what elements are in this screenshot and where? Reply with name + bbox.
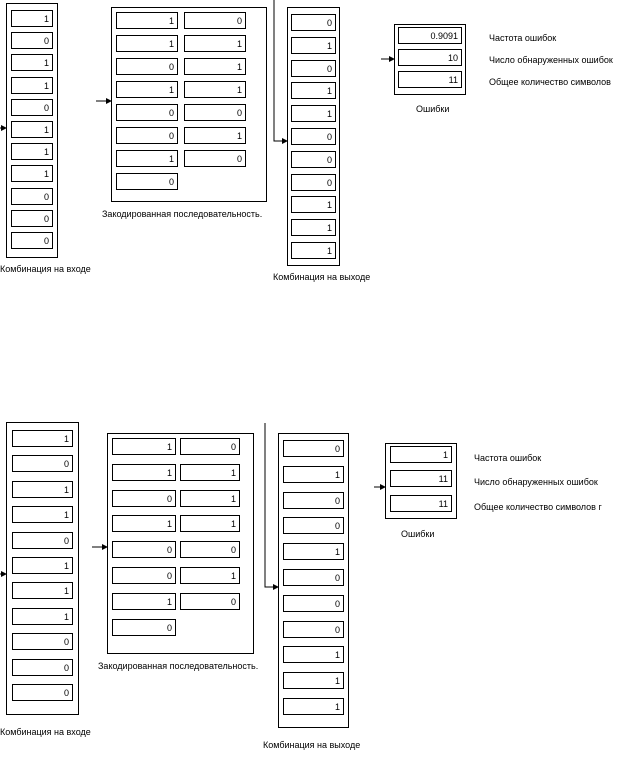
encoded-display-cell: 1 — [184, 127, 246, 144]
encoded-display-cell: 0 — [112, 541, 176, 559]
encoded-display-cell: 1 — [184, 58, 246, 75]
input-display-cell: 1 — [11, 76, 53, 94]
error-signal-label: Общее количество символов — [489, 77, 611, 87]
error-display-cell: 1 — [390, 446, 452, 463]
input-display-cell: 1 — [11, 10, 53, 27]
output-display-cell: 1 — [283, 543, 344, 561]
encoded-display-cell: 1 — [180, 463, 240, 481]
encoded-display-cell: 0 — [112, 489, 176, 507]
encoded-display-cell: 0 — [116, 173, 178, 190]
output-display-cell: 0 — [291, 14, 336, 31]
error-display-cell: 11 — [390, 470, 452, 488]
encoded-block-caption: Закодированная последовательность. — [98, 661, 259, 671]
encoded-display-cell: 0 — [184, 12, 246, 29]
output-arrow — [264, 423, 279, 590]
input-block-caption: Комбинация на входе — [0, 727, 91, 737]
input-display-cell: 1 — [12, 557, 73, 574]
error-signal-label: Частота ошибок — [474, 453, 542, 463]
output-display-cell: 0 — [283, 440, 344, 457]
input-display-cell: 0 — [12, 658, 73, 676]
output-block-caption: Комбинация на выходе — [263, 740, 361, 750]
output-display-cell: 1 — [283, 672, 344, 690]
encoded-display-cell: 1 — [112, 438, 176, 455]
input-display-cell: 0 — [11, 209, 53, 227]
input-display-cell: 1 — [11, 143, 53, 161]
input-display-cell: 0 — [12, 455, 73, 473]
encoded-display-cell: 1 — [180, 567, 240, 584]
output-block-caption: Комбинация на выходе — [273, 272, 371, 282]
error-signal-label: Число обнаруженных ошибок — [474, 477, 598, 487]
output-display-cell: 0 — [291, 59, 336, 77]
encoded-display-cell: 0 — [180, 438, 240, 455]
input-display-cell: 1 — [12, 430, 73, 447]
input-display-cell: 0 — [12, 633, 73, 651]
error-signal-label: Число обнаруженных ошибок — [489, 55, 613, 65]
output-display-cell: 1 — [291, 82, 336, 100]
encoded-display-cell: 1 — [184, 35, 246, 52]
encoded-display-cell: 0 — [184, 150, 246, 167]
output-display-cell: 1 — [291, 219, 336, 237]
output-display-cell: 0 — [283, 491, 344, 509]
encoded-display-cell: 1 — [184, 81, 246, 98]
input-display-cell: 1 — [12, 582, 73, 600]
input-display-cell: 0 — [12, 531, 73, 549]
output-display-cell: 0 — [283, 594, 344, 612]
output-arrow — [273, 0, 288, 144]
input-display-cell: 1 — [12, 506, 73, 524]
output-display-cell: 0 — [283, 569, 344, 586]
input-display-cell: 1 — [11, 121, 53, 138]
input-display-cell: 1 — [12, 480, 73, 498]
encoded-display-cell: 1 — [112, 515, 176, 533]
encoded-display-cell: 1 — [112, 592, 176, 610]
encoded-display-cell: 1 — [116, 81, 178, 98]
error-signal-label: Частота ошибок — [489, 33, 557, 43]
input-display-cell: 1 — [11, 54, 53, 72]
encoded-display-cell: 0 — [116, 104, 178, 121]
error-block-caption: Ошибки — [401, 529, 435, 539]
output-display-cell: 1 — [291, 196, 336, 214]
output-display-cell: 1 — [283, 465, 344, 483]
output-display-cell: 0 — [291, 128, 336, 145]
encoded-block-caption: Закодированная последовательность. — [102, 209, 263, 219]
input-display-cell: 0 — [12, 684, 73, 701]
output-display-cell: 1 — [291, 105, 336, 123]
input-display-cell: 0 — [11, 232, 53, 249]
encoded-display-cell: 0 — [112, 618, 176, 636]
output-display-cell: 1 — [283, 646, 344, 664]
input-display-cell: 1 — [11, 165, 53, 183]
output-display-cell: 0 — [291, 173, 336, 191]
error-display-cell: 11 — [390, 494, 452, 512]
input-display-cell: 0 — [11, 98, 53, 116]
encoded-display-cell: 0 — [180, 592, 240, 610]
encoded-display-cell: 0 — [184, 104, 246, 121]
output-display-cell: 0 — [283, 620, 344, 638]
input-display-cell: 0 — [11, 187, 53, 205]
output-display-cell: 0 — [291, 150, 336, 168]
encoded-display-cell: 0 — [116, 58, 178, 75]
encoded-display-cell: 0 — [112, 567, 176, 584]
encoded-display-cell: 0 — [180, 541, 240, 559]
input-display-cell: 0 — [11, 32, 53, 50]
error-display-cell: 11 — [398, 71, 462, 88]
output-display-cell: 0 — [283, 517, 344, 535]
output-display-cell: 1 — [291, 36, 336, 54]
encoded-display-cell: 1 — [180, 489, 240, 507]
encoded-display-cell: 0 — [116, 127, 178, 144]
error-block-caption: Ошибки — [416, 104, 450, 114]
error-display-cell: 0.9091 — [398, 27, 462, 44]
input-display-cell: 1 — [12, 607, 73, 625]
error-signal-label: Общее количество символов г — [474, 502, 602, 512]
error-display-cell: 10 — [398, 49, 462, 66]
encoded-display-cell: 1 — [116, 35, 178, 52]
encoded-display-cell: 1 — [116, 12, 178, 29]
input-block-caption: Комбинация на входе — [0, 264, 91, 274]
output-display-cell: 1 — [291, 242, 336, 259]
encoded-display-cell: 1 — [112, 463, 176, 481]
encoded-display-cell: 1 — [180, 515, 240, 533]
encoded-display-cell: 1 — [116, 150, 178, 167]
output-display-cell: 1 — [283, 698, 344, 715]
